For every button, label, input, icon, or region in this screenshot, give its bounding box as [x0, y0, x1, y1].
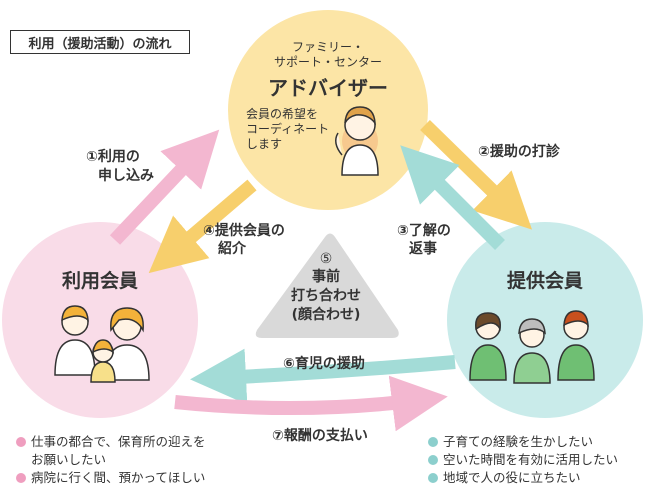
left-note-2: 病院に行く間、預かってほしい: [31, 470, 206, 485]
teal-bullet-icon: [428, 473, 438, 483]
left-note-1: 仕事の都合で、保育所の迎えを: [31, 434, 206, 449]
teal-bullet-icon: [428, 455, 438, 465]
middle-line-3: (顔合わせ): [291, 307, 361, 323]
arrow-4-introduction: [148, 179, 257, 274]
middle-number: ⑤: [319, 251, 333, 267]
step-7-label: ⑦報酬の支払い: [272, 428, 368, 444]
arrow-2-inquiry: [420, 119, 533, 230]
center-org-line2: サポート・センター: [273, 55, 382, 69]
center-desc-2: コーディネート: [246, 122, 330, 136]
diagram-title: 利用（援助活動）の流れ: [10, 30, 190, 54]
left-note-1-cont: お願いしたい: [31, 452, 107, 467]
arrow-7-payment: [174, 375, 448, 432]
provider-illustration: [469, 310, 595, 384]
left-note-item: お願いしたい: [16, 451, 206, 469]
right-notes: 子育ての経験を生かしたい 空いた時間を有効に活用したい 地域で人の役に立ちたい: [428, 433, 618, 487]
step-1-line-2: 申し込み: [98, 168, 154, 184]
step-3-line-1: ③了解の: [397, 223, 451, 239]
arrow-6-childcare: [190, 348, 456, 405]
step-4-line-1: ④提供会員の: [203, 223, 285, 239]
right-note-item: 地域で人の役に立ちたい: [428, 469, 618, 487]
center-desc-1: 会員の希望を: [246, 107, 319, 121]
arrow-3-reply: [400, 145, 505, 250]
advisor-illustration: [335, 106, 379, 176]
middle-line-2: 打ち合わせ: [291, 288, 361, 304]
right-note-2: 空いた時間を有効に活用したい: [443, 452, 619, 467]
step-6-label: ⑥育児の援助: [283, 356, 365, 372]
right-note-item: 子育ての経験を生かしたい: [428, 433, 618, 451]
right-title: 提供会員: [506, 270, 583, 292]
center-desc-3: します: [246, 137, 283, 151]
pink-bullet-icon: [16, 473, 26, 483]
right-note-1: 子育ての経験を生かしたい: [443, 434, 594, 449]
left-note-item: 仕事の都合で、保育所の迎えを: [16, 433, 206, 451]
arrow-1-application: [109, 129, 220, 245]
right-note-item: 空いた時間を有効に活用したい: [428, 451, 618, 469]
step-4-line-2: 紹介: [218, 241, 246, 257]
teal-bullet-icon: [428, 437, 438, 447]
middle-triangle: [255, 233, 399, 338]
user-family-illustration: [54, 305, 150, 383]
step-2-label: ②援助の打診: [478, 144, 560, 160]
pink-bullet-icon: [16, 437, 26, 447]
middle-line-1: 事前: [312, 269, 340, 285]
center-org-line1: ファミリー・: [291, 40, 364, 54]
left-title: 利用会員: [61, 270, 138, 292]
left-notes: 仕事の都合で、保育所の迎えを お願いしたい 病院に行く間、預かってほしい: [16, 433, 206, 487]
left-note-item: 病院に行く間、預かってほしい: [16, 469, 206, 487]
step-3-line-2: 返事: [409, 241, 437, 257]
right-note-3: 地域で人の役に立ちたい: [443, 470, 581, 485]
center-circle: [228, 10, 428, 210]
center-title: アドバイザー: [268, 76, 388, 100]
step-1-line-1: ①利用の: [86, 149, 140, 165]
